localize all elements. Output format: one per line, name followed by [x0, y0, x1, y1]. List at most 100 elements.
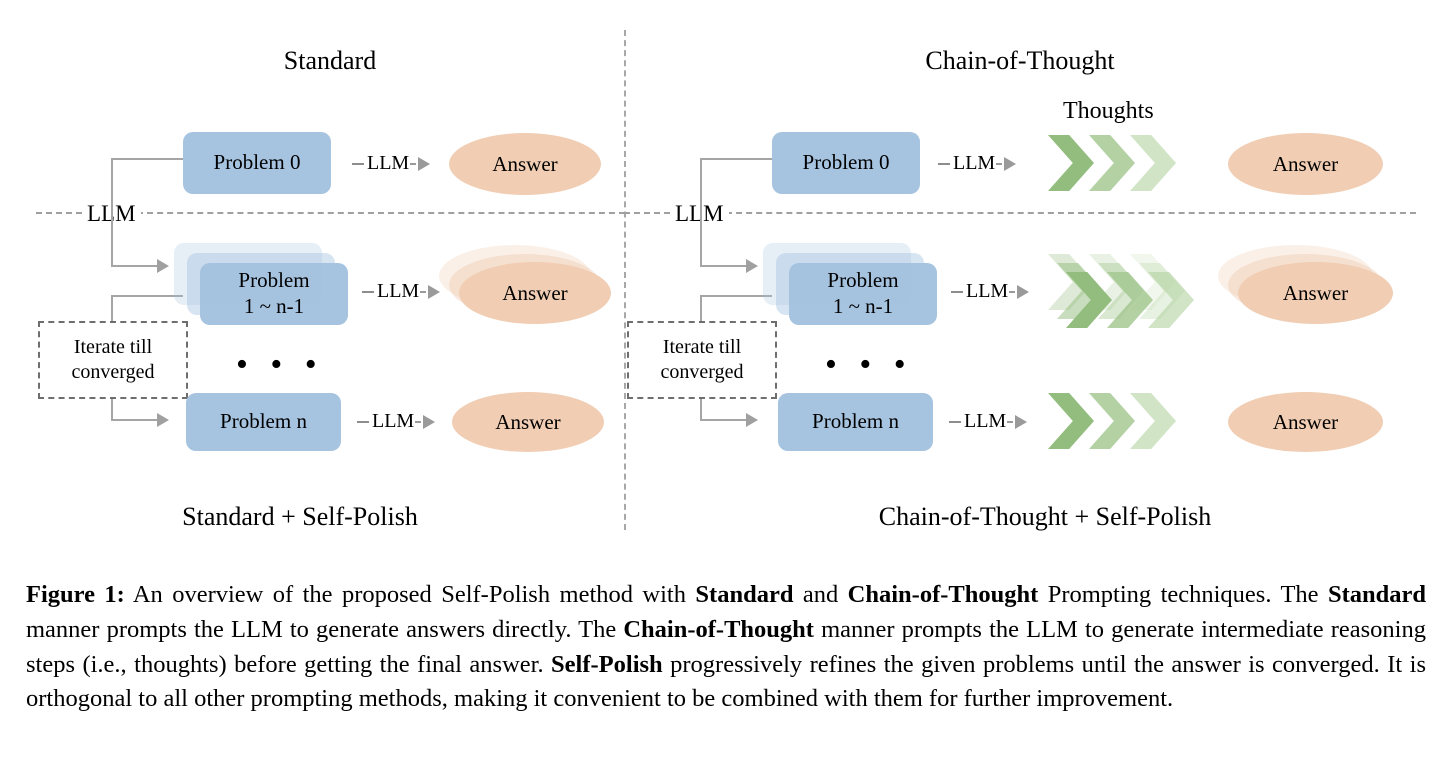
llm-arrow-dash-standard-row1	[362, 290, 374, 293]
llm-arrow-head-cot-row1	[1017, 284, 1030, 299]
llm-arrow-head-cot-row2	[1015, 414, 1028, 429]
problem-box-ghost-2-cot-row1	[763, 243, 911, 305]
chevron-icon-2-cot-row2	[1089, 393, 1135, 449]
panel-title-chain-of-thought: Chain-of-Thought	[925, 46, 1115, 75]
llm-arrow-label-standard-row1: LLM	[377, 280, 420, 302]
answer-ellipse-shape-standard-row2	[452, 392, 604, 452]
connector-right-row1-horizontal	[700, 265, 748, 267]
llm-arrow-label-cot-row1: LLM	[966, 280, 1009, 302]
thought-chevrons-cot-row0	[1048, 135, 1178, 191]
caption-bold-term: Standard	[695, 581, 794, 608]
connector-right-row1-arrowhead	[746, 259, 758, 273]
answer-ellipse-cot-row0[interactable]: Answer	[1228, 133, 1383, 195]
caption-bold-term: Chain-of-Thought	[623, 615, 814, 643]
answer-ellipse-standard-row0[interactable]: Answer	[449, 133, 601, 195]
connector-left-row0-horizontal	[111, 158, 183, 160]
iterate-till-converged-box-left: Iterate till converged	[38, 321, 188, 399]
answer-ellipse-shape-cot-row2	[1228, 392, 1383, 452]
connector-left-feedback-vertical	[111, 295, 113, 321]
llm-arrow-standard-row2: LLM	[357, 410, 436, 433]
caption-text: manner prompts the LLM to generate inter…	[26, 615, 1426, 678]
llm-arrow-cot-row0: LLM	[938, 152, 1017, 175]
horizontal-divider-left-a	[36, 212, 82, 214]
caption-text: and	[793, 581, 848, 608]
divider-llm-label-right: LLM	[670, 202, 729, 225]
connector-right-row0-vertical	[700, 158, 702, 214]
answer-ellipse-standard-row2[interactable]: Answer	[452, 392, 604, 452]
llm-arrow-standard-row1: LLM	[362, 280, 441, 303]
answer-ellipse-shape-standard-row1	[459, 262, 611, 324]
problem-box-standard-row1[interactable]: Problem 1 ~ n-1	[174, 243, 348, 325]
llm-arrow-stem-cot-row1	[1009, 290, 1016, 293]
caption-text: manner prompts the LLM to generate answe…	[26, 615, 624, 643]
connector-left-row2-vertical	[111, 395, 113, 421]
answer-ellipse-cot-row1[interactable]: Answer	[1218, 245, 1393, 324]
problem-box-label-line2-cot-row1: 1 ~ n-1	[832, 294, 894, 318]
answer-ellipse-standard-row1[interactable]: Answer	[439, 245, 611, 324]
problem-box-ghost-1-cot-row1	[776, 253, 924, 315]
llm-arrow-cot-row2: LLM	[949, 410, 1028, 433]
llm-arrow-label-cot-row2: LLM	[964, 410, 1007, 432]
chevron-icon-3-cot-row2	[1130, 393, 1176, 449]
answer-ellipse-label-standard-row0: Answer	[492, 151, 558, 176]
llm-arrow-head-cot-row0	[1004, 156, 1017, 171]
horizontal-divider-right-a	[624, 212, 670, 214]
figure-diagram: Standard Chain-of-Thought Standard + Sel…	[36, 30, 1416, 531]
caption-text: progressively refines the given problems…	[26, 650, 1426, 713]
answer-ellipse-shape-standard-row0	[449, 133, 601, 195]
connector-left-row1-horizontal	[111, 265, 159, 267]
answer-ellipse-cot-row2[interactable]: Answer	[1228, 392, 1383, 452]
connector-right-feedback-horizontal	[700, 295, 772, 297]
llm-arrow-label-standard-row0: LLM	[367, 152, 410, 174]
llm-arrow-dash-cot-row0	[938, 162, 950, 165]
chevron-icon-1-cot-row0	[1048, 135, 1094, 191]
figure-caption: Figure 1: An overview of the proposed Se…	[26, 578, 1426, 717]
problem-box-label-line2-standard-row1: 1 ~ n-1	[243, 294, 305, 318]
caption-bold-term: Chain-of-Thought	[847, 581, 1039, 608]
figure-caption-prefix: Figure 1:	[26, 581, 125, 608]
problem-box-cot-row2[interactable]: Problem n	[778, 393, 933, 451]
connector-left-row2-horizontal	[111, 419, 159, 421]
llm-arrow-dash-standard-row0	[352, 162, 364, 165]
iterate-label-line2-right: converged	[660, 361, 744, 383]
thought-chevrons-cot-row1	[1048, 254, 1196, 328]
figure-caption-body: An overview of the proposed Self-Polish …	[26, 581, 1426, 712]
problem-box-ghost-2-standard-row1	[174, 243, 322, 305]
problem-box-cot-row1[interactable]: Problem 1 ~ n-1	[763, 243, 937, 325]
iterate-label-line1-right: Iterate till	[662, 336, 742, 358]
answer-ellipse-label-cot-row2: Answer	[1272, 409, 1339, 434]
llm-arrow-head-standard-row0	[418, 156, 431, 171]
panel-title-standard: Standard	[283, 46, 377, 75]
problem-box-cot-row0[interactable]: Problem 0	[772, 132, 920, 194]
caption-bold-term: Self-Polish	[551, 650, 663, 678]
llm-arrow-stem-cot-row2	[1007, 420, 1014, 423]
llm-arrow-stem-cot-row0	[996, 162, 1003, 165]
answer-ellipse-label-cot-row0: Answer	[1272, 151, 1339, 176]
panel-vertical-divider	[624, 30, 626, 530]
llm-arrow-stem-standard-row1	[420, 290, 427, 293]
problem-box-standard-row0[interactable]: Problem 0	[183, 132, 331, 194]
connector-left-row2-arrowhead	[157, 413, 169, 427]
panel-footer-standard: Standard + Self-Polish	[182, 502, 418, 531]
connector-left-row1-vertical	[111, 214, 113, 267]
answer-ellipse-shape-cot-row0	[1228, 133, 1383, 195]
connector-left-row1-arrowhead	[157, 259, 169, 273]
ellipsis-dots-standard: • • •	[236, 346, 324, 383]
panel-footer-chain-of-thought: Chain-of-Thought + Self-Polish	[878, 502, 1212, 531]
answer-ellipse-label-standard-row2: Answer	[495, 409, 561, 434]
problem-box-ghost-1-standard-row1	[187, 253, 335, 315]
problem-box-label-cot-row0: Problem 0	[802, 150, 890, 175]
horizontal-divider-left-b	[137, 212, 625, 214]
ellipsis-dots-cot: • • •	[825, 346, 913, 383]
caption-text: Prompting techniques. The	[1038, 581, 1328, 608]
problem-box-standard-row2[interactable]: Problem n	[186, 393, 341, 451]
horizontal-divider-right-b	[726, 212, 1416, 214]
connector-left-feedback-horizontal	[111, 295, 183, 297]
connector-right-row2-horizontal	[700, 419, 748, 421]
connector-right-row0-horizontal	[700, 158, 772, 160]
iterate-till-converged-box-right: Iterate till converged	[627, 321, 777, 399]
iterate-label-line2-left: converged	[71, 361, 155, 383]
llm-arrow-dash-standard-row2	[357, 420, 369, 423]
caption-bold-term: Standard	[1327, 581, 1426, 608]
llm-arrow-head-standard-row1	[428, 284, 441, 299]
